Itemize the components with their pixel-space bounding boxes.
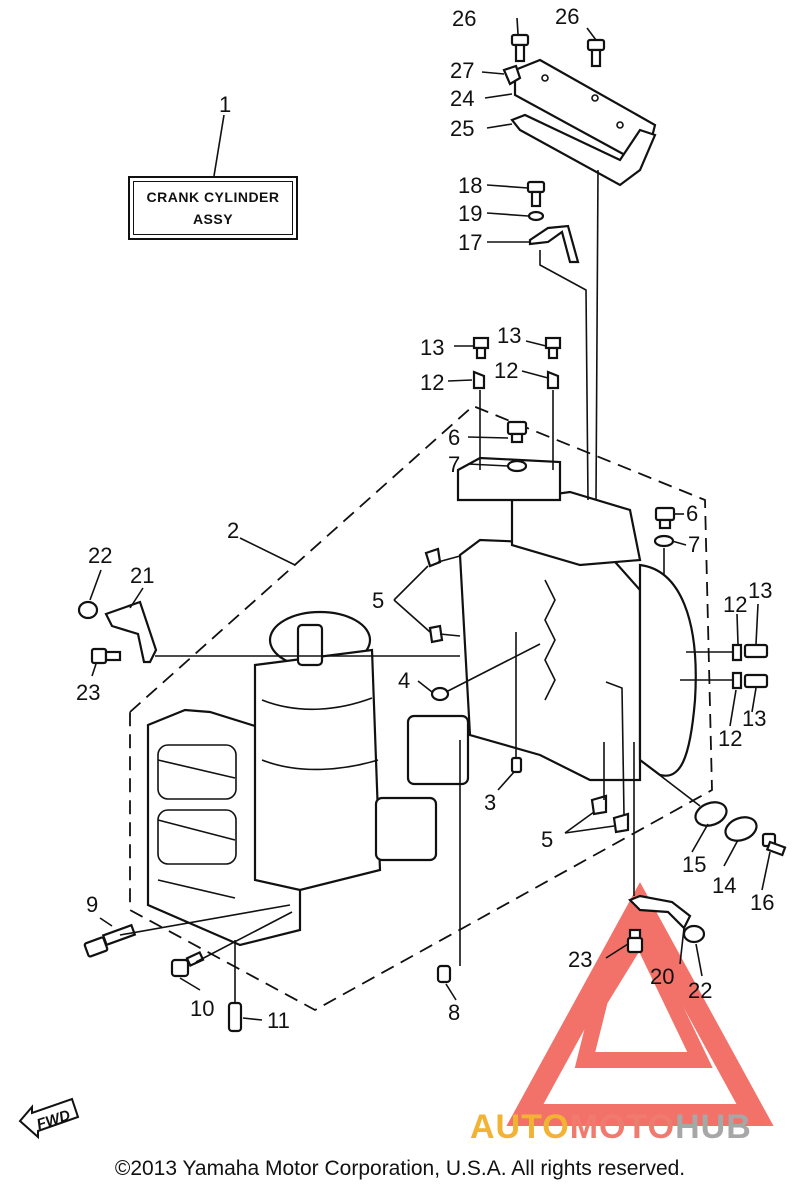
bolt-13-top-right [544,336,562,360]
callout-23-upper: 23 [76,680,100,705]
fwd-arrow-icon: FWD [16,1093,82,1143]
cylinder-block [146,456,697,947]
fitting-27 [502,64,522,86]
pin-8 [436,964,452,984]
callout-22-upper: 22 [88,543,112,568]
collar-12-right-lower [731,671,743,690]
copyright-notice: ©2013 Yamaha Motor Corporation, U.S.A. A… [114,1157,686,1180]
bracket-21 [104,600,158,664]
crank-cylinder-assy-label: CRANK CYLINDER ASSY [128,176,298,240]
callout-5-lower: 5 [541,827,553,852]
callout-22-lower: 22 [688,978,712,1003]
callout-6-upper: 6 [448,425,460,450]
plug-4 [430,686,450,702]
callout-17: 17 [458,230,482,255]
cap-22-upper [77,600,99,620]
collar-12-right-upper [731,643,743,662]
callout-25: 25 [450,116,474,141]
bolt-23-lower [626,928,644,954]
pin-3 [510,756,523,774]
bolt-23-upper [90,647,122,665]
cylinder-cover [510,58,657,187]
callout-11: 11 [267,1008,290,1033]
automotohub-watermark: AUTOMOTOHUB [470,1108,752,1147]
callout-7-right: 7 [688,532,700,557]
callout-7-upper: 7 [448,452,460,477]
callout-6-right: 6 [686,501,698,526]
pin-11 [227,1001,243,1033]
callout-13-right-lower: 13 [742,706,766,731]
fitting-5-lower-b [612,812,630,834]
bolt-9 [83,923,137,958]
callout-14: 14 [712,873,736,898]
bolt-10 [170,950,205,978]
callout-9: 9 [86,892,98,917]
callout-16: 16 [750,890,774,915]
callout-24: 24 [450,86,474,111]
callout-27: 27 [450,58,474,83]
callout-12-right-upper: 12 [723,592,747,617]
bolt-13-right-lower [743,673,769,689]
callout-5-upper: 5 [372,588,384,613]
callout-4: 4 [398,668,410,693]
bolt-6-upper [506,420,528,444]
watermark-part-auto: AUTO [470,1108,570,1146]
block-assembly-outline [129,404,713,1012]
callout-15: 15 [682,852,706,877]
bolt-18 [526,180,546,208]
watermark-triangle-logo [506,882,774,1126]
callout-12-right-lower: 12 [718,726,742,751]
watermark-part-hub: HUB [675,1108,752,1146]
callout-2: 2 [227,518,239,543]
watermark-part-moto: MOTO [569,1108,676,1146]
callout-21: 21 [130,563,154,588]
cover-15 [694,801,728,827]
bolt-26-left [510,33,530,63]
bolt-16 [761,832,787,857]
bolt-13-top-left [472,336,490,360]
callout-23-lower: 23 [568,947,592,972]
fitting-5-upper-b [428,624,444,644]
bracket-20 [628,894,692,930]
callout-26-left: 26 [452,6,476,31]
washer-7-right [653,534,675,548]
callout-18: 18 [458,173,482,198]
assy-label-line-1: CRANK CYLINDER [146,189,280,205]
fitting-5-upper-a [424,547,442,568]
callout-12-top-left: 12 [420,370,444,395]
bracket-17 [528,224,580,264]
callout-labels: 1 2 3 4 5 5 6 6 7 7 8 9 10 11 12 12 12 1… [76,4,774,1033]
washer-19 [527,210,545,222]
callout-1: 1 [219,92,231,117]
callout-13-top-right: 13 [497,323,521,348]
bolt-26-right [586,38,606,68]
bolt-6-right [654,506,676,530]
washer-7-upper [506,459,528,473]
fitting-5-lower-a [590,794,608,816]
cap-22-lower [682,924,706,944]
callout-8: 8 [448,1000,460,1025]
callout-3: 3 [484,790,496,815]
callout-10: 10 [190,996,214,1021]
bolt-13-right-upper [743,643,769,659]
callout-19: 19 [458,201,482,226]
collar-12-top-right [546,370,560,390]
callout-12-top-right: 12 [494,358,518,383]
callout-26-right: 26 [555,4,579,29]
cover-14 [724,816,758,842]
callout-13-right-upper: 13 [748,578,772,603]
leader-lines [89,17,771,1021]
callout-13-top-left: 13 [420,335,444,360]
collar-12-top-left [472,370,486,390]
callout-20: 20 [650,964,674,989]
assy-label-line-2: ASSY [192,211,234,227]
